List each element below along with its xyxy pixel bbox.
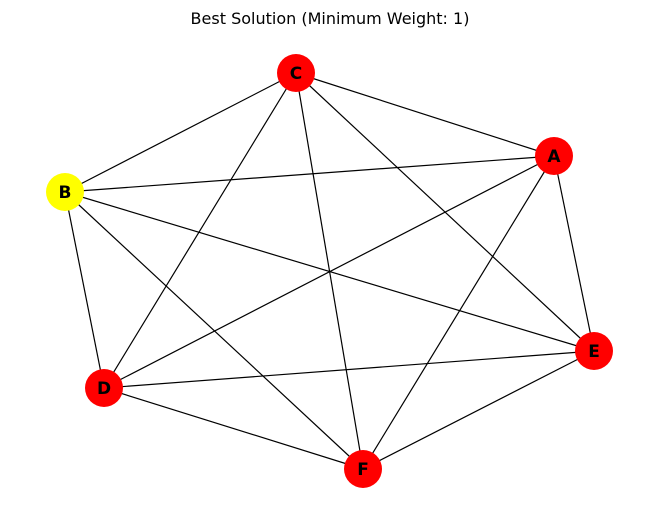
node-circle-B bbox=[46, 173, 84, 211]
edge-B-A bbox=[64, 155, 555, 193]
node-label-B: B bbox=[59, 183, 72, 203]
node-C: C bbox=[277, 54, 315, 92]
edge-D-E bbox=[103, 350, 595, 389]
edge-C-B bbox=[64, 72, 297, 193]
node-B: B bbox=[46, 173, 84, 211]
node-label-C: C bbox=[290, 64, 302, 84]
node-label-E: E bbox=[588, 342, 600, 362]
node-circle-F bbox=[344, 450, 382, 488]
node-F: F bbox=[344, 450, 382, 488]
node-label-D: D bbox=[97, 379, 111, 399]
node-label-F: F bbox=[357, 460, 369, 480]
edge-C-D bbox=[103, 72, 297, 389]
node-circle-D bbox=[85, 369, 123, 407]
node-D: D bbox=[85, 369, 123, 407]
node-E: E bbox=[575, 332, 613, 370]
edge-C-A bbox=[295, 72, 555, 157]
edge-B-F bbox=[64, 191, 364, 470]
figure-title: Best Solution (Minimum Weight: 1) bbox=[191, 9, 470, 28]
node-A: A bbox=[535, 137, 573, 175]
node-circle-A bbox=[535, 137, 573, 175]
edge-E-F bbox=[362, 350, 595, 470]
nodes-layer: A B C D E F bbox=[46, 54, 613, 488]
node-label-A: A bbox=[547, 147, 561, 167]
node-circle-E bbox=[575, 332, 613, 370]
edges-layer bbox=[64, 72, 595, 470]
edge-A-E bbox=[553, 155, 595, 352]
edge-A-F bbox=[362, 155, 555, 470]
edge-A-D bbox=[103, 155, 555, 389]
edge-D-F bbox=[103, 387, 364, 470]
edge-B-D bbox=[64, 191, 105, 389]
node-circle-C bbox=[277, 54, 315, 92]
